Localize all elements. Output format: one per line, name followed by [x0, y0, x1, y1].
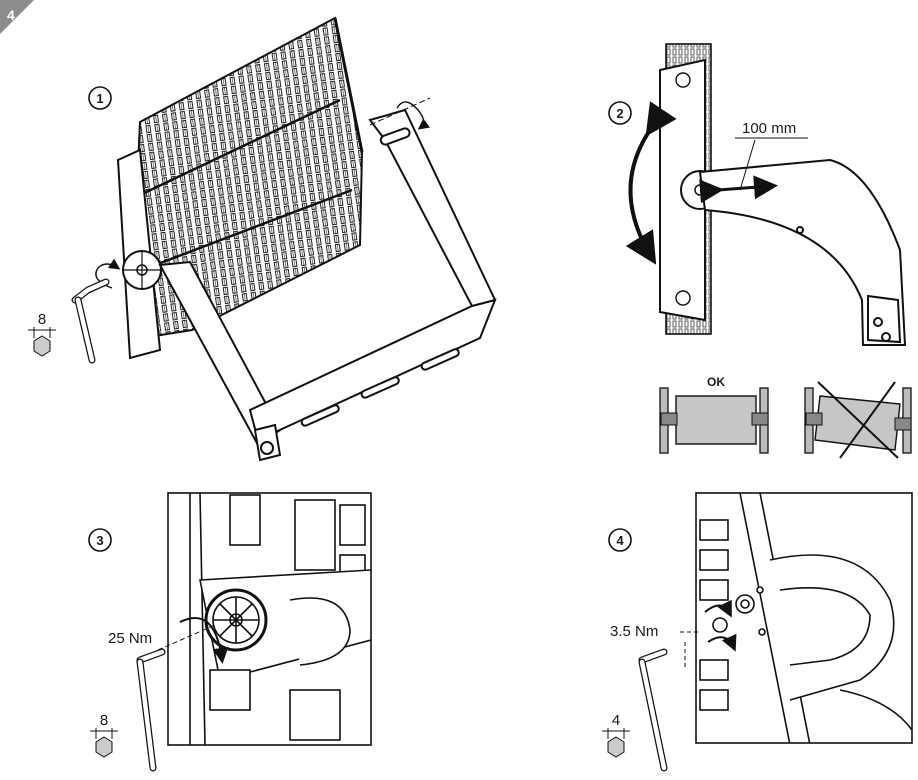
- tilt-arrow: [625, 101, 677, 265]
- torque-label-3: 25 Nm: [108, 630, 152, 647]
- svg-text:3: 3: [96, 533, 103, 548]
- step-2-panel: 2 100 mm OK: [608, 43, 912, 459]
- distance-label: 100 mm: [742, 120, 796, 137]
- step-3-badge: 3: [88, 528, 112, 552]
- hex-size-indicator: 8: [90, 712, 118, 758]
- detail-view-3: [167, 492, 372, 746]
- step-1-panel: 1: [28, 16, 497, 462]
- step-3-panel: 3: [88, 492, 372, 772]
- svg-text:1: 1: [96, 91, 103, 106]
- page-number-badge: 4: [0, 0, 34, 34]
- hex-nut-icon: [33, 335, 51, 357]
- side-arm-bracket: [698, 158, 907, 346]
- step-2-badge: 2: [608, 101, 632, 125]
- step-1-badge: 1: [88, 86, 112, 110]
- svg-text:8: 8: [38, 311, 46, 328]
- detail-view-4: [695, 492, 913, 744]
- hex-size-indicator: 8: [28, 311, 56, 357]
- step-4-badge: 4: [608, 528, 632, 552]
- svg-text:8: 8: [100, 712, 108, 729]
- distance-arrow: [699, 175, 778, 204]
- torque-arrow-4a: [704, 599, 732, 618]
- hex-key-icon: [136, 648, 166, 772]
- svg-text:2: 2: [616, 106, 623, 121]
- floodlight-fixture: [116, 16, 364, 360]
- svg-text:4: 4: [7, 7, 15, 23]
- hex-key-icon: [71, 278, 110, 364]
- torque-arrow-4b: [707, 633, 737, 652]
- svg-text:4: 4: [616, 533, 624, 548]
- rotation-arrow-top: [396, 101, 431, 130]
- svg-text:4: 4: [612, 712, 620, 729]
- hex-nut-icon: [95, 736, 113, 758]
- distance-leader: [739, 139, 756, 191]
- cross-icon: [817, 381, 899, 459]
- hex-size-indicator: 4: [602, 712, 630, 758]
- correct-alignment-icon: OK: [659, 375, 769, 454]
- step-4-panel: 4: [602, 492, 913, 772]
- incorrect-alignment-icon: [804, 381, 912, 459]
- torque-arrow-3: [179, 617, 229, 664]
- hex-nut-icon: [607, 736, 625, 758]
- mounting-bracket: [158, 108, 497, 462]
- svg-text:OK: OK: [707, 375, 725, 389]
- rotation-axis-line: [369, 97, 431, 126]
- torque-leader-3: [157, 624, 216, 651]
- torque-label-4: 3.5 Nm: [610, 623, 658, 640]
- hex-key-icon: [638, 648, 668, 772]
